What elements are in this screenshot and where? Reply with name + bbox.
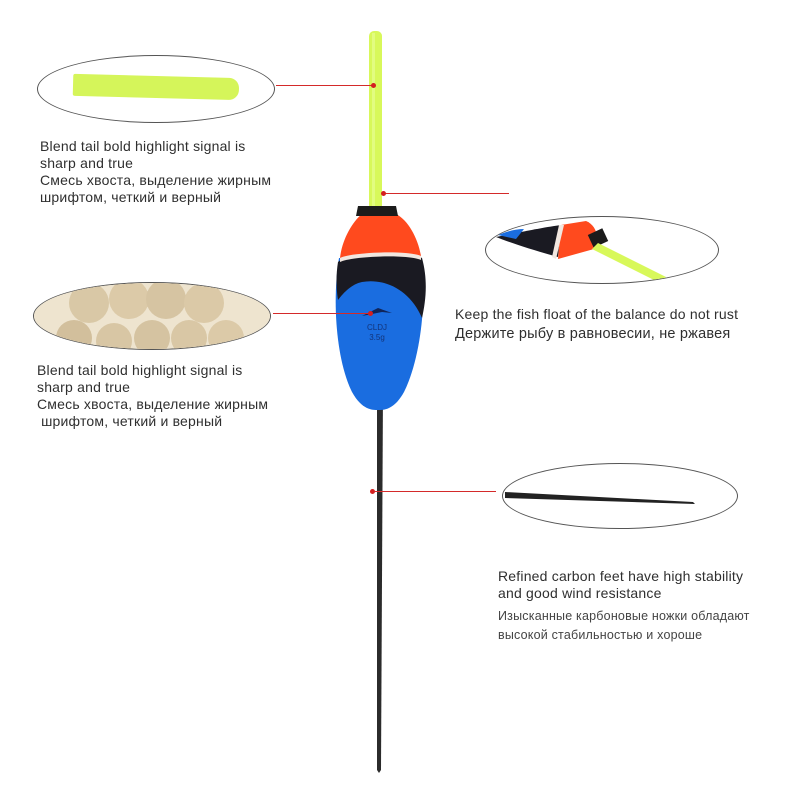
material-caption-en-1: Blend tail bold highlight signal is [37, 362, 243, 378]
stem-leader-dot [370, 489, 375, 494]
float-top-closeup [496, 221, 666, 283]
float-stem [377, 390, 383, 773]
material-leader-dot [368, 311, 373, 316]
stem-caption-en-1: Refined carbon feet have high stability [498, 568, 744, 584]
tip-detail-ellipse [37, 55, 275, 123]
material-caption-ru-1: Смесь хвоста, выделение жирным [37, 396, 269, 412]
float-body-blue [335, 258, 424, 410]
material-caption-ru-2: шрифтом, четкий и верный [37, 413, 223, 429]
tip-leader-dot [371, 83, 376, 88]
balsa-wood-closeup [34, 283, 270, 349]
float-label-weight: 3.5g [369, 333, 385, 342]
stem-detail-ellipse [502, 463, 738, 529]
float-cap-red [340, 214, 421, 258]
tip-caption: Blend tail bold highlight signal is shar… [40, 138, 271, 206]
float-tip [369, 31, 382, 211]
tip-caption-ru-1: Смесь хвоста, выделение жирным [40, 172, 272, 188]
balance-caption-ru: Держите рыбу в равновесии, не ржавея [455, 326, 731, 342]
tip-caption-ru-2: шрифтом, четкий и верный [40, 189, 222, 205]
material-caption-en-2: sharp and true [37, 379, 131, 395]
stem-caption: Refined carbon feet have high stability … [498, 568, 750, 645]
balance-caption: Keep the fish float of the balance do no… [455, 306, 738, 343]
tip-caption-en-2: sharp and true [40, 155, 134, 171]
material-detail-ellipse [33, 282, 271, 350]
balance-caption-en: Keep the fish float of the balance do no… [455, 306, 739, 322]
stem-caption-ru-1: Изысканные карбоновые ножки обладают [498, 609, 750, 623]
stem-caption-ru-2: высокой стабильностью и хороше [498, 628, 703, 642]
tip-caption-en-1: Blend tail bold highlight signal is [40, 138, 246, 154]
material-caption: Blend tail bold highlight signal is shar… [37, 362, 268, 430]
float-label-model: CLDJ [367, 323, 387, 332]
stem-leader-line [374, 491, 496, 492]
float-knot [356, 206, 398, 216]
balance-leader-line [383, 193, 509, 194]
float-band-black [336, 253, 426, 318]
balance-detail-ellipse [485, 216, 719, 284]
tip-leader-line [276, 85, 374, 86]
material-leader-line [273, 313, 371, 314]
carbon-stem-closeup [505, 492, 695, 504]
balance-leader-dot [381, 191, 386, 196]
stem-caption-en-2: and good wind resistance [498, 585, 662, 601]
tip-closeup [72, 73, 240, 101]
